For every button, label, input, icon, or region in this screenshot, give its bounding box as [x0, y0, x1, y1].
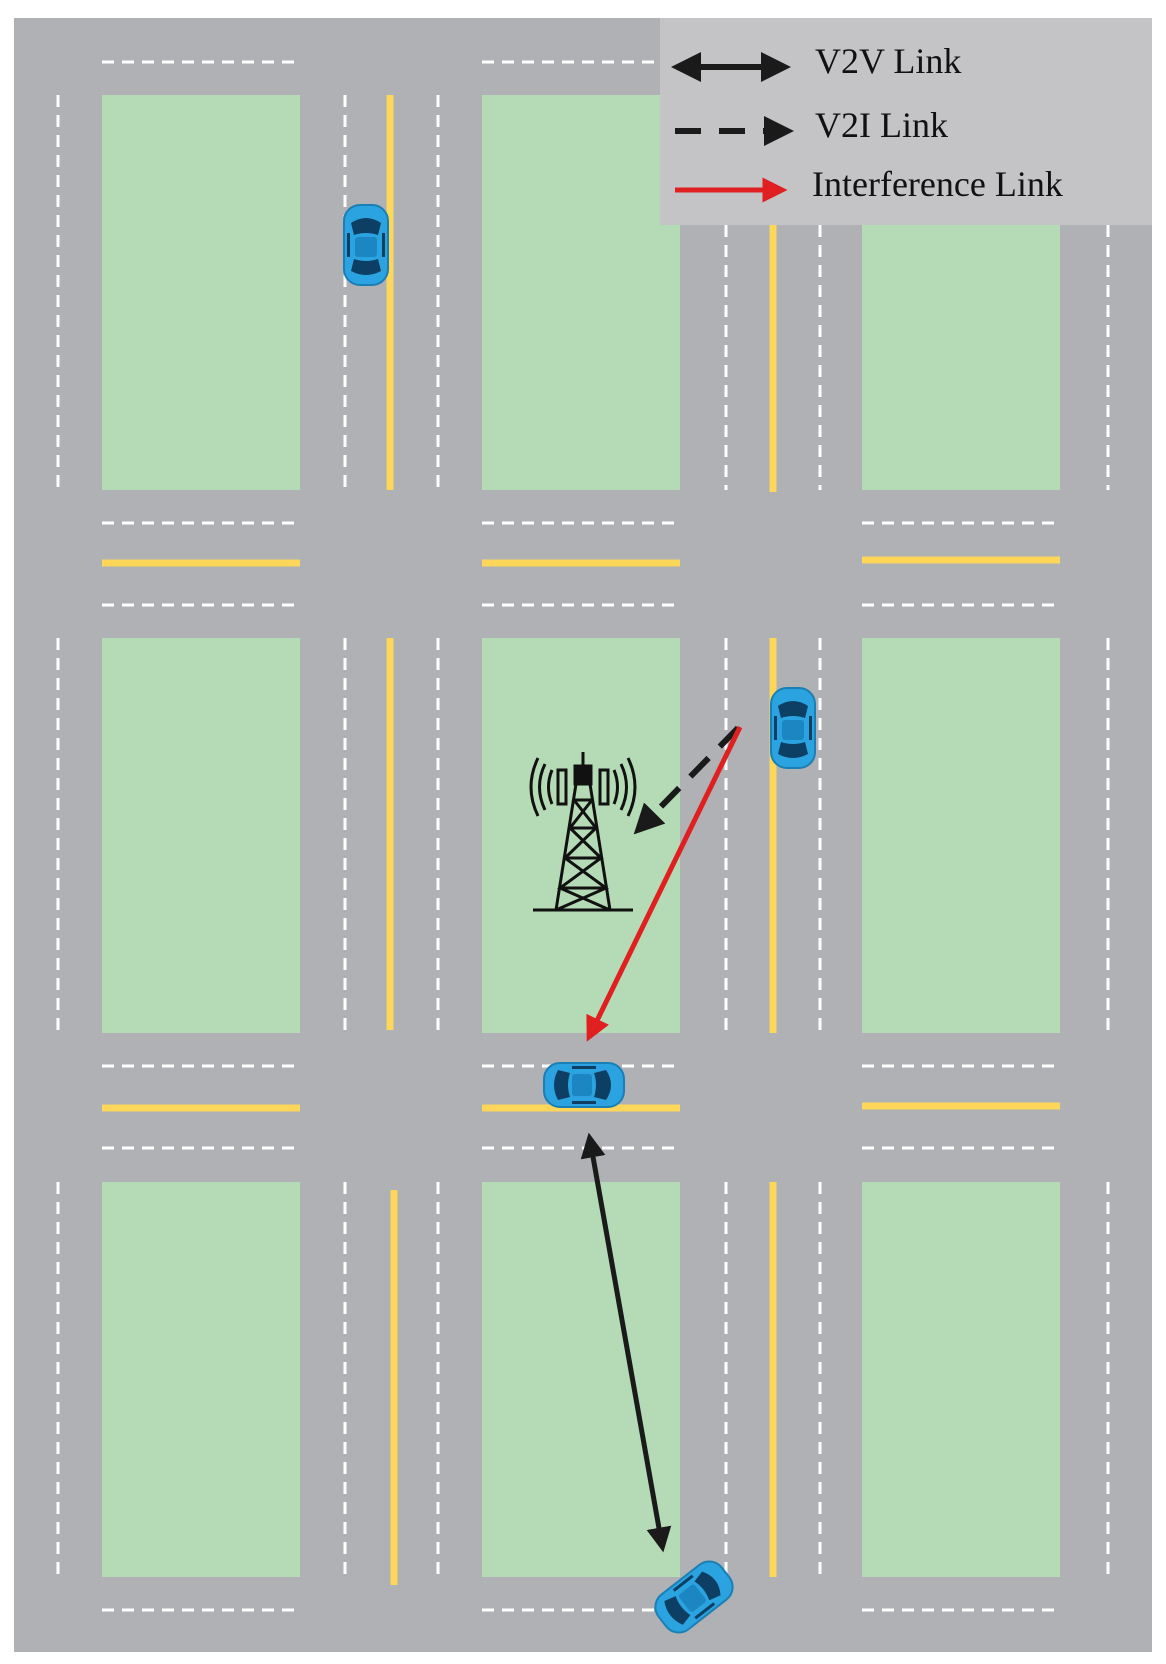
car-icon: [770, 687, 816, 769]
vertical-lane-markings: [56, 95, 1110, 1577]
legend-item-interference: Interference Link: [675, 164, 1063, 204]
car-icon: [543, 1062, 625, 1108]
city-blocks: [102, 95, 1060, 1577]
legend-label-v2i: V2I Link: [815, 105, 948, 145]
block: [102, 638, 300, 1033]
block: [102, 95, 300, 490]
legend: V2V Link V2I Link Interference Link: [660, 18, 1152, 225]
interference-link-arrow: [586, 725, 743, 1042]
legend-item-v2i: V2I Link: [675, 105, 948, 146]
block: [862, 1182, 1060, 1577]
block: [482, 95, 680, 490]
legend-label-v2v: V2V Link: [815, 41, 961, 81]
v2i-link-arrow: [633, 725, 741, 835]
car-icon: [343, 204, 389, 286]
v2v-link-arrow: [580, 1132, 672, 1553]
cell-tower-icon: [529, 752, 637, 912]
legend-item-v2v: V2V Link: [671, 41, 961, 82]
center-lines: [102, 95, 1060, 1585]
block: [862, 638, 1060, 1033]
block: [102, 1182, 300, 1577]
legend-label-interference: Interference Link: [812, 164, 1063, 204]
block: [482, 1182, 680, 1577]
block: [482, 638, 680, 1033]
